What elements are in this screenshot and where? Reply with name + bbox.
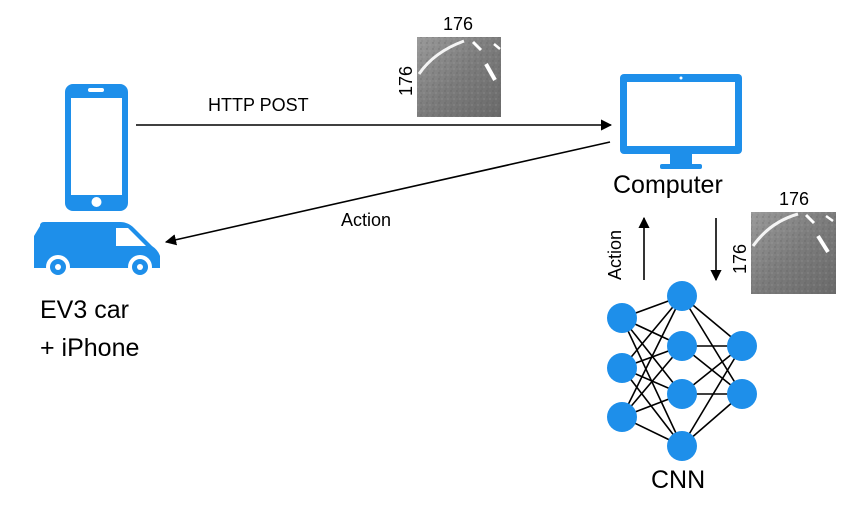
road-image-right [751,212,836,294]
car-label-line1: EV3 car [40,296,129,324]
image-right-width-label: 176 [779,189,810,209]
image-top-height-label: 176 [396,65,416,96]
nn-connection [621,295,683,369]
nn-node [667,331,697,361]
nn-connection [621,367,683,447]
image-right-height-label: 176 [730,243,750,274]
nn-node [667,281,697,311]
nn-connection [681,345,743,447]
action-up-label: Action [605,229,625,280]
nn-node [667,379,697,409]
cnn-label: CNN [651,466,706,494]
van-icon [34,222,160,279]
nn-node [667,431,697,461]
nn-connection [621,345,683,418]
monitor-icon [620,74,742,169]
road-image-top [417,37,501,117]
neural-network-icon [607,281,757,461]
nn-connection [621,295,683,418]
action-to-car-arrow [164,141,611,246]
http-post-label: HTTP POST [208,95,309,115]
nn-node [727,331,757,361]
nn-connection [681,295,743,395]
nn-node [607,353,637,383]
image-top-width-label: 176 [443,14,474,34]
computer-label: Computer [613,171,723,199]
action-label: Action [341,210,392,230]
smartphone-icon [65,84,128,211]
nn-node [727,379,757,409]
car-label-line2: + iPhone [40,334,140,362]
nn-node [607,303,637,333]
nn-node [607,402,637,432]
